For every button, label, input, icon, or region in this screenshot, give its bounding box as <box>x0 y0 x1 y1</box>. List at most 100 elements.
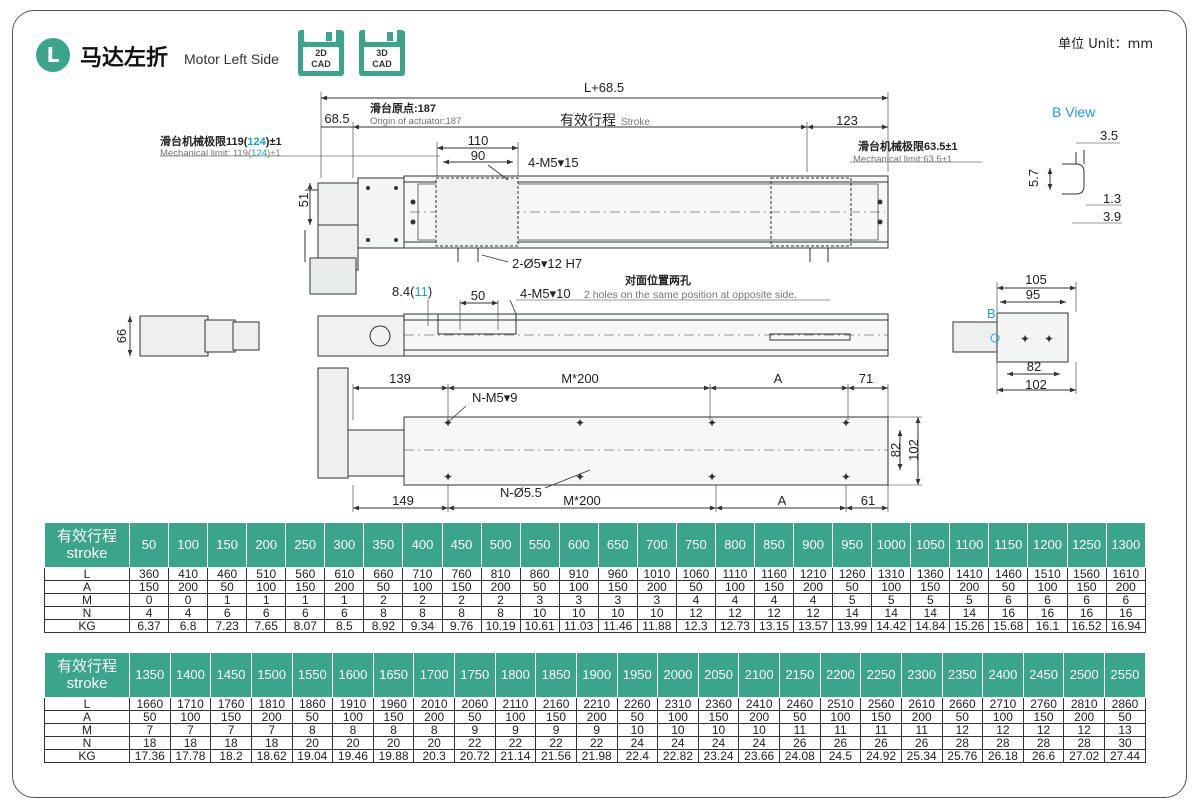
table-cell: 10 <box>697 723 740 737</box>
table-cell: 610 <box>324 567 365 581</box>
stroke-cell: 950 <box>832 522 873 568</box>
stroke-cell: 800 <box>714 522 756 568</box>
table-cell: 5 <box>832 593 873 607</box>
table-cell: 6.37 <box>128 619 170 633</box>
table-cell: 50 <box>207 580 248 594</box>
table-cell: 19.88 <box>372 749 415 763</box>
table-cell: 100 <box>871 580 912 594</box>
svg-text:3.9: 3.9 <box>1103 209 1121 224</box>
table-cell: 14 <box>910 606 951 620</box>
stroke-cell: 1250 <box>1066 522 1107 568</box>
table-cell: 9 <box>575 723 618 737</box>
stroke-cell: 1950 <box>616 652 659 698</box>
table-cell: 24 <box>657 736 699 750</box>
table-cell: 960 <box>597 567 638 581</box>
table-cell: 510 <box>246 567 287 581</box>
table-cell: 12 <box>714 606 756 620</box>
table-cell: 19.46 <box>332 749 374 763</box>
table-cell: 7 <box>129 723 171 737</box>
table-cell: 12.3 <box>675 619 716 633</box>
table-cell: 28 <box>941 736 984 750</box>
stroke-cell: 200 <box>246 522 287 568</box>
table-cell: 1110 <box>714 567 756 581</box>
table-cell: 100 <box>169 710 212 724</box>
table-cell: 4 <box>675 593 716 607</box>
table-cell: 17.36 <box>129 749 171 763</box>
table-cell: 16.52 <box>1066 619 1107 633</box>
table-cell: 200 <box>793 580 834 594</box>
table-cell: 2810 <box>1063 697 1105 711</box>
table-cell: 200 <box>949 580 990 594</box>
stroke-cell: 1100 <box>949 522 990 568</box>
table-cell: 14.84 <box>910 619 951 633</box>
stroke-cell: 2300 <box>900 652 943 698</box>
table-cell: 100 <box>402 580 443 594</box>
table-cell: 12 <box>1022 723 1065 737</box>
table-cell: 22 <box>494 736 537 750</box>
table-cell: 27.44 <box>1104 749 1146 763</box>
table-cell: 20 <box>372 736 415 750</box>
svg-text:2-Ø5▾12 H7: 2-Ø5▾12 H7 <box>512 256 582 271</box>
table-cell: 11 <box>860 723 902 737</box>
table-cell: 8 <box>291 723 334 737</box>
svg-text:滑台原点:187: 滑台原点:187 <box>370 101 436 115</box>
svg-text:✦: ✦ <box>575 416 585 430</box>
table-cell: 10 <box>519 606 560 620</box>
table-cell: 22 <box>454 736 496 750</box>
table-cell: 28 <box>1022 736 1065 750</box>
table-cell: 25.76 <box>941 749 984 763</box>
svg-text:139: 139 <box>389 371 411 386</box>
table-cell: 20 <box>291 736 334 750</box>
table-cell: 12 <box>675 606 716 620</box>
end-view-text: 105 95 82 102 B ✦ ✦ <box>987 272 1054 392</box>
table-cell: 1510 <box>1027 567 1068 581</box>
table-cell: 21.14 <box>494 749 537 763</box>
b-view-text: B View 3.5 5.7 1.3 3.9 <box>1026 104 1121 224</box>
table-cell: 2 <box>402 593 443 607</box>
svg-text:68.5: 68.5 <box>324 111 349 126</box>
table-cell: 8 <box>441 606 482 620</box>
table-cell: 14 <box>949 606 990 620</box>
table-cell: 28 <box>1063 736 1105 750</box>
stroke-cell: 1500 <box>250 652 293 698</box>
stroke-cell: 900 <box>793 522 834 568</box>
svg-text:滑台机械极限119(124)±1: 滑台机械极限119(124)±1 <box>160 134 282 148</box>
table-cell: 150 <box>697 710 740 724</box>
table-cell: 2360 <box>697 697 740 711</box>
table-cell: 2660 <box>941 697 984 711</box>
table-cell: 9.76 <box>441 619 482 633</box>
table-cell: 2760 <box>1022 697 1065 711</box>
table-cell: 22 <box>535 736 577 750</box>
table-cell: 21.98 <box>575 749 618 763</box>
svg-text:90: 90 <box>471 148 485 163</box>
table-cell: 100 <box>657 710 699 724</box>
table-cell: 200 <box>636 580 677 594</box>
table-cell: 6.8 <box>168 619 209 633</box>
table-cell: 14 <box>871 606 912 620</box>
table-cell: 10.61 <box>519 619 560 633</box>
table-cell: 2510 <box>819 697 862 711</box>
table-cell: 6 <box>1027 593 1068 607</box>
page-title-en: Motor Left Side <box>184 51 279 67</box>
table-cell: 1 <box>246 593 287 607</box>
table-cell: 12 <box>753 606 795 620</box>
table-cell: 18.62 <box>250 749 293 763</box>
svg-text:对面位置两孔: 对面位置两孔 <box>625 273 691 287</box>
table-cell: 2210 <box>575 697 618 711</box>
stroke-cell: 2250 <box>860 652 902 698</box>
stroke-cell: 300 <box>324 522 365 568</box>
stroke-cell: 450 <box>441 522 482 568</box>
table-cell: 10 <box>558 606 599 620</box>
table-cell: 8 <box>332 723 374 737</box>
table-cell: 6 <box>207 606 248 620</box>
table-cell: 13.99 <box>832 619 873 633</box>
table-cell: 10 <box>636 606 677 620</box>
svg-text:✦: ✦ <box>443 470 453 484</box>
row-label: A <box>44 710 130 724</box>
svg-text:有效行程: 有效行程 <box>560 112 616 128</box>
